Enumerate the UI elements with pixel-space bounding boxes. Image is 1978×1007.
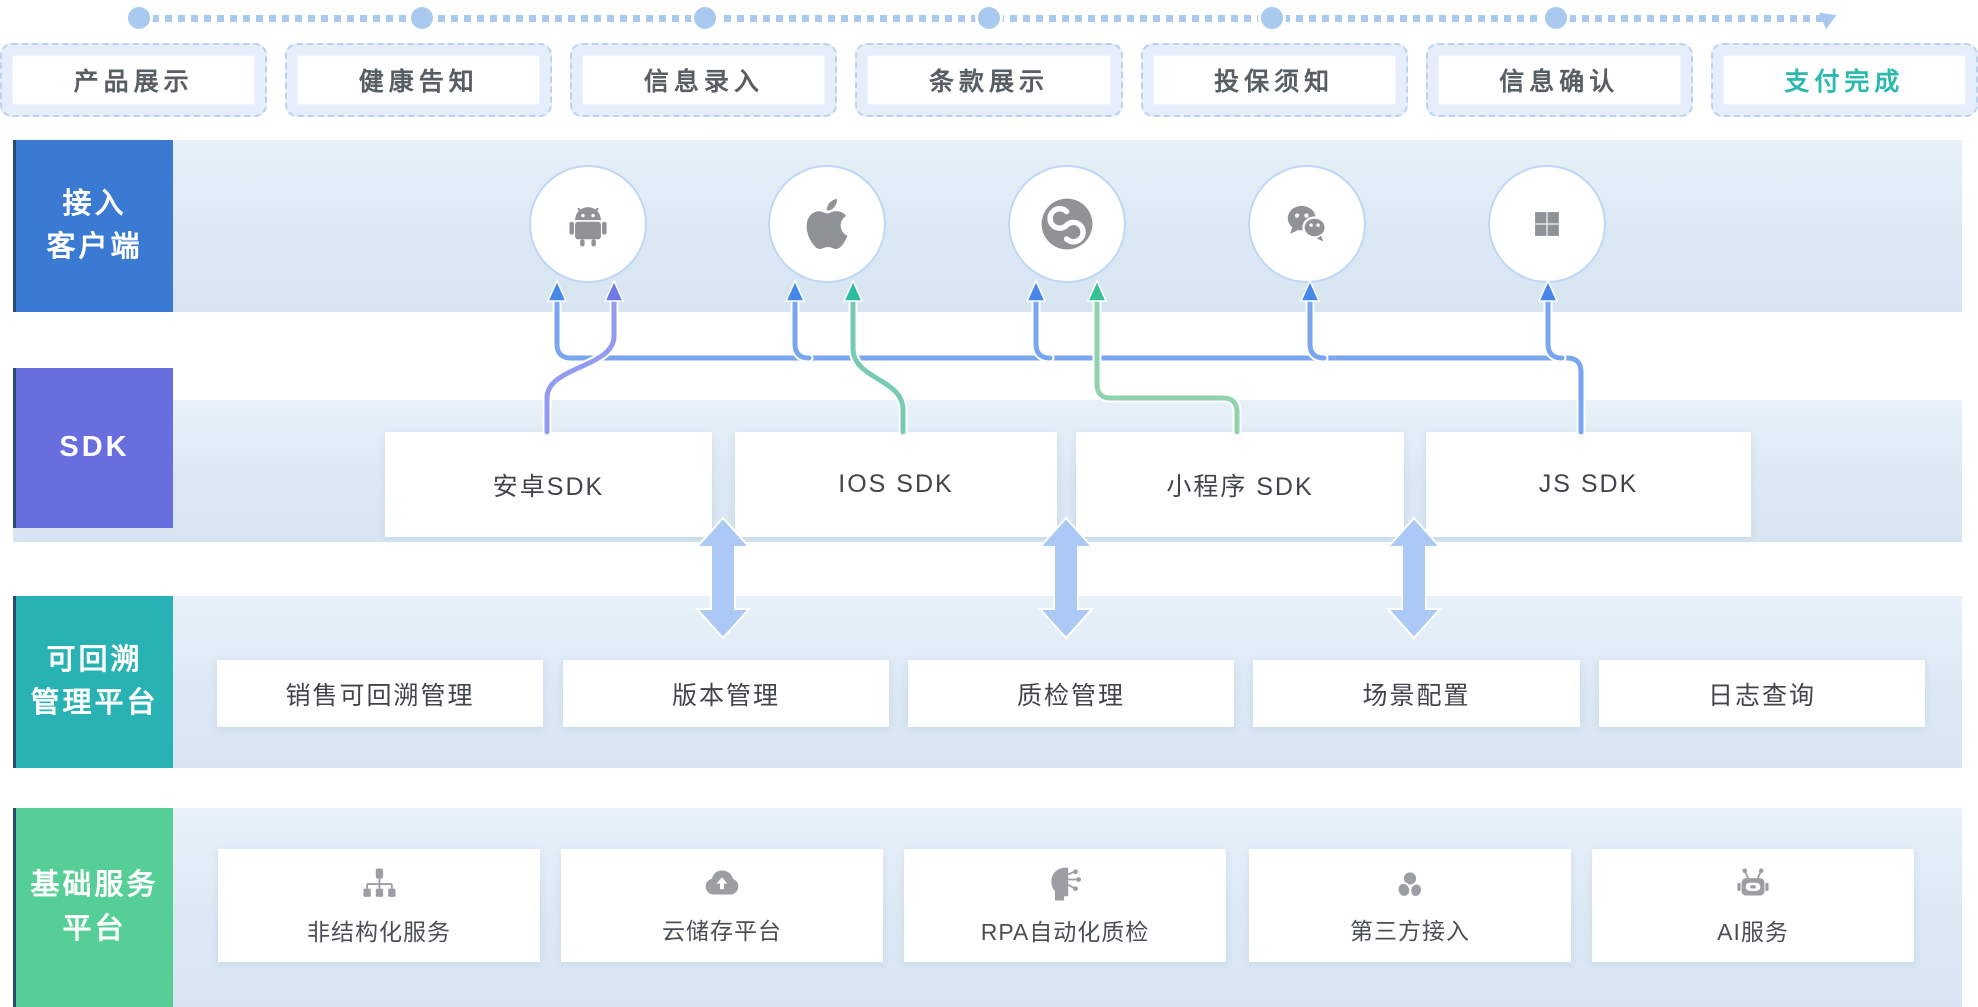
flow-step-health: 健康告知 xyxy=(285,43,553,117)
trace-box-version: 版本管理 xyxy=(563,660,889,727)
band-label-line: 基础服务 xyxy=(30,869,159,901)
band-label-line: 平台 xyxy=(62,912,127,945)
trace-box-scene: 场景配置 xyxy=(1253,660,1580,727)
band-base-label: 基础服务 平台 xyxy=(13,808,173,1007)
flow-step-label: 条款展示 xyxy=(867,55,1111,105)
sdk-box-miniprogram: 小程序 SDK xyxy=(1076,432,1404,537)
sitemap-icon xyxy=(363,868,396,897)
band-background xyxy=(13,140,1962,312)
flow-step-terms: 条款展示 xyxy=(855,43,1123,117)
band-label-line: 客户端 xyxy=(46,231,143,263)
timeline-node xyxy=(411,7,433,29)
sdk-box-ios: IOS SDK xyxy=(735,432,1057,537)
sdk-box-android: 安卓SDK xyxy=(385,432,712,537)
service-label: RPA自动化质检 xyxy=(980,919,1150,945)
band-label-line: 可回溯 xyxy=(46,643,143,676)
timeline-node xyxy=(1261,7,1283,29)
cloud-upload-icon xyxy=(705,870,739,895)
flow-step-label: 信息录入 xyxy=(582,55,826,105)
service-label: 第三方接入 xyxy=(1350,918,1470,944)
flow-step-notice: 投保须知 xyxy=(1140,43,1408,117)
robot-icon xyxy=(1737,868,1769,896)
band-clients: 接入 客户端 xyxy=(13,140,1962,312)
band-clients-label: 接入 客户端 xyxy=(13,140,173,312)
client-miniprogram xyxy=(1008,165,1126,283)
band-label-line: 管理平台 xyxy=(30,687,159,719)
timeline-arrow-icon xyxy=(1819,6,1840,30)
miniprogram-icon xyxy=(1041,198,1093,250)
flow-steps-row: 产品展示 健康告知 信息录入 条款展示 投保须知 信息确认 支付完成 xyxy=(0,43,1978,117)
trace-box-log: 日志查询 xyxy=(1599,660,1925,727)
flow-step-label: 支付完成 xyxy=(1722,55,1966,105)
rpa-head-icon xyxy=(1051,867,1082,901)
service-unstructured: 非结构化服务 xyxy=(218,849,540,962)
service-rpa-qc: RPA自动化质检 xyxy=(904,849,1226,962)
client-ios xyxy=(768,165,886,283)
band-base-services: 基础服务 平台 非结构化服务 云储存平台 xyxy=(13,808,1962,1007)
flow-step-payment-done: 支付完成 xyxy=(1710,43,1978,117)
client-wechat xyxy=(1248,165,1366,283)
timeline-node xyxy=(128,7,150,29)
timeline-node xyxy=(694,7,716,29)
trace-box-sales: 销售可回溯管理 xyxy=(217,660,543,727)
band-sdk: SDK 安卓SDK IOS SDK 小程序 SDK JS SDK xyxy=(13,368,1962,542)
wechat-icon xyxy=(1287,205,1327,242)
service-label: AI服务 xyxy=(1717,919,1789,945)
flow-step-info-entry: 信息录入 xyxy=(570,43,838,117)
trace-box-qc: 质检管理 xyxy=(908,660,1234,727)
sdk-box-js: JS SDK xyxy=(1426,432,1751,537)
flow-step-confirm: 信息确认 xyxy=(1425,43,1693,117)
flow-step-label: 投保须知 xyxy=(1152,55,1396,105)
service-label: 非结构化服务 xyxy=(307,919,451,945)
service-third-party: 第三方接入 xyxy=(1249,849,1571,962)
android-icon xyxy=(569,207,607,247)
service-ai: AI服务 xyxy=(1592,849,1914,962)
flow-step-label: 健康告知 xyxy=(297,55,541,105)
flow-step-product: 产品展示 xyxy=(0,43,268,117)
band-trace-platform: 可回溯 管理平台 销售可回溯管理 版本管理 质检管理 场景配置 日志查询 xyxy=(13,596,1962,768)
service-label: 云储存平台 xyxy=(662,918,782,944)
band-label-line: 接入 xyxy=(62,187,127,220)
three-circles-icon xyxy=(1396,870,1423,898)
flow-step-label: 信息确认 xyxy=(1437,55,1681,105)
timeline-node xyxy=(978,7,1000,29)
windows-icon xyxy=(1535,212,1559,236)
apple-icon xyxy=(806,199,848,249)
band-trace-label: 可回溯 管理平台 xyxy=(13,596,173,768)
flow-step-label: 产品展示 xyxy=(12,55,256,105)
timeline-node xyxy=(1545,7,1567,29)
band-sdk-label: SDK xyxy=(13,368,173,528)
band-label-line: SDK xyxy=(59,431,130,464)
service-cloud-storage: 云储存平台 xyxy=(561,849,883,962)
client-android xyxy=(529,165,647,283)
client-windows xyxy=(1488,165,1606,283)
